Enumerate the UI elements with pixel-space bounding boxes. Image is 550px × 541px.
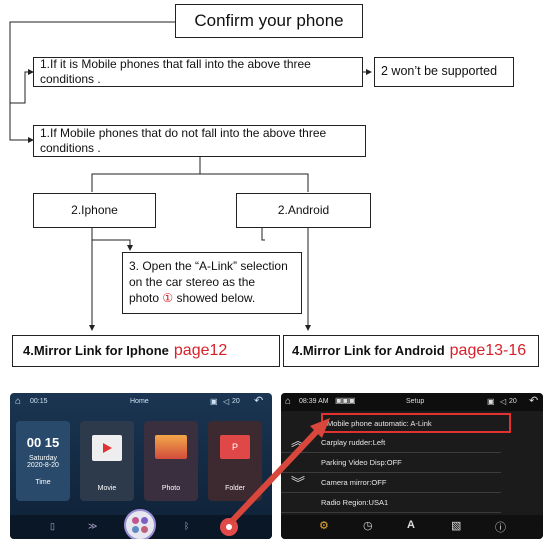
condition-no-box: 1.If Mobile phones that do not fall into… [33,125,366,157]
setup-status-bar: ⌂ 08:39 AM ▣▣▣ Setup ▣ ◁ 20 ↶ [281,393,543,411]
mirror-iphone-page[interactable]: page12 [173,342,228,359]
setup-window-icon[interactable]: ▣ [487,397,495,406]
tile-time-label: Time [35,479,51,486]
setup-back-icon[interactable]: ↶ [529,395,539,407]
apps-icon[interactable] [124,509,156,539]
back-icon[interactable]: ↶ [254,395,264,407]
home-icon[interactable]: ⌂ [15,396,22,407]
home-day: Saturday [28,455,58,462]
setup-list: Mobile phone automatic: A-Link Carplay r… [281,413,511,513]
step3-line2: on the car stereo as the [129,275,256,290]
android-label: 2.Android [277,203,330,217]
info-icon[interactable]: ⓘ [495,522,506,534]
home-screen: ⌂ 00:15 Home ▣ ◁ 20 ↶ 00 15 Saturday 202… [10,393,272,539]
not-supported-label: 2 won’t be supported [381,64,498,79]
setup-row-camera[interactable]: Camera mirror:OFF [281,473,501,493]
setup-title: Setup [406,398,425,405]
setup-row-radio[interactable]: Radio Region:USA1 [281,493,501,513]
tile-folder-label: Folder [225,485,245,492]
step3-line1: 3. Open the “A-Link” selection [129,259,288,273]
image-icon[interactable]: ▧ [451,520,462,532]
step3-line3: photo [129,291,160,306]
circled-one: ① [162,291,174,306]
tile-photo-label: Photo [161,485,181,492]
setup-home-icon[interactable]: ⌂ [285,396,292,407]
confirm-label: Confirm your phone [194,11,344,31]
mirror-iphone-box: 4.Mirror Link for Iphone page12 [12,335,280,367]
tile-time[interactable]: 00 15 Saturday 2020-8-20 Time [16,421,70,501]
tile-photo[interactable]: Photo [144,421,198,501]
tile-movie-label: Movie [97,485,117,492]
home-time: 00:15 [30,398,48,405]
home-dock: ▯ ≫ ᛒ [10,509,272,539]
home-title: Home [130,398,149,405]
confirm-box: Confirm your phone [175,4,363,38]
phone-dock-icon[interactable]: ▯ [50,521,55,531]
setup-volume: 20 [509,398,517,405]
mirror-android-box: 4.Mirror Link for Android page13-16 [283,335,539,367]
not-supported-box: 2 won’t be supported [374,57,514,87]
mirror-android-page[interactable]: page13-16 [449,342,527,359]
bluetooth-dock-icon[interactable]: ≫ [88,521,98,531]
mirror-android-label: 4.Mirror Link for Android [292,342,445,358]
mirror-iphone-label: 4.Mirror Link for Iphone [23,342,169,358]
home-clock: 00 15 [26,435,60,450]
iphone-box: 2.Iphone [33,193,156,228]
tile-folder[interactable]: P Folder [208,421,262,501]
clock-icon[interactable]: ◷ [363,520,373,532]
iphone-label: 2.Iphone [71,203,118,217]
condition-yes-label: 1.If it is Mobile phones that fall into … [40,57,311,86]
clapper-icon [92,435,122,461]
setup-screen: ⌂ 08:39 AM ▣▣▣ Setup ▣ ◁ 20 ↶ ︽ ︾ Mobile… [281,393,543,539]
setup-volume-icon[interactable]: ◁ [500,397,507,406]
tile-movie[interactable]: Movie [80,421,134,501]
font-icon[interactable]: A [407,519,415,531]
android-box: 2.Android [236,193,371,228]
step3-line4: showed below. [176,291,256,306]
folder-icon: P [220,435,250,459]
setup-row-parking[interactable]: Parking Video Disp:OFF [281,453,501,473]
volume-icon[interactable]: ◁ [223,397,230,406]
window-icon[interactable]: ▣ [210,397,218,406]
setup-toolbar: ⚙ ◷ A ▧ ⓘ [281,515,543,539]
home-date: 2020-8-20 [27,462,59,469]
setup-row-carplay[interactable]: Carplay rudder:Left [281,433,501,453]
home-volume: 20 [232,398,240,405]
gear-icon[interactable]: ⚙ [319,520,329,532]
bluetooth-icon[interactable]: ᛒ [184,521,190,531]
picture-icon [155,435,187,459]
home-status-bar: ⌂ 00:15 Home ▣ ◁ 20 ↶ [10,393,272,411]
status-icons: ▣▣▣ [335,396,356,405]
flow-connectors [9,21,372,331]
condition-yes-box: 1.If it is Mobile phones that fall into … [33,57,363,87]
down-chevron-icon[interactable]: ︾ [291,475,305,491]
condition-no-label: 1.If Mobile phones that do not fall into… [40,126,327,155]
setup-time: 08:39 AM [299,398,329,405]
step3-box: 3. Open the “A-Link” selection on the ca… [122,252,302,314]
